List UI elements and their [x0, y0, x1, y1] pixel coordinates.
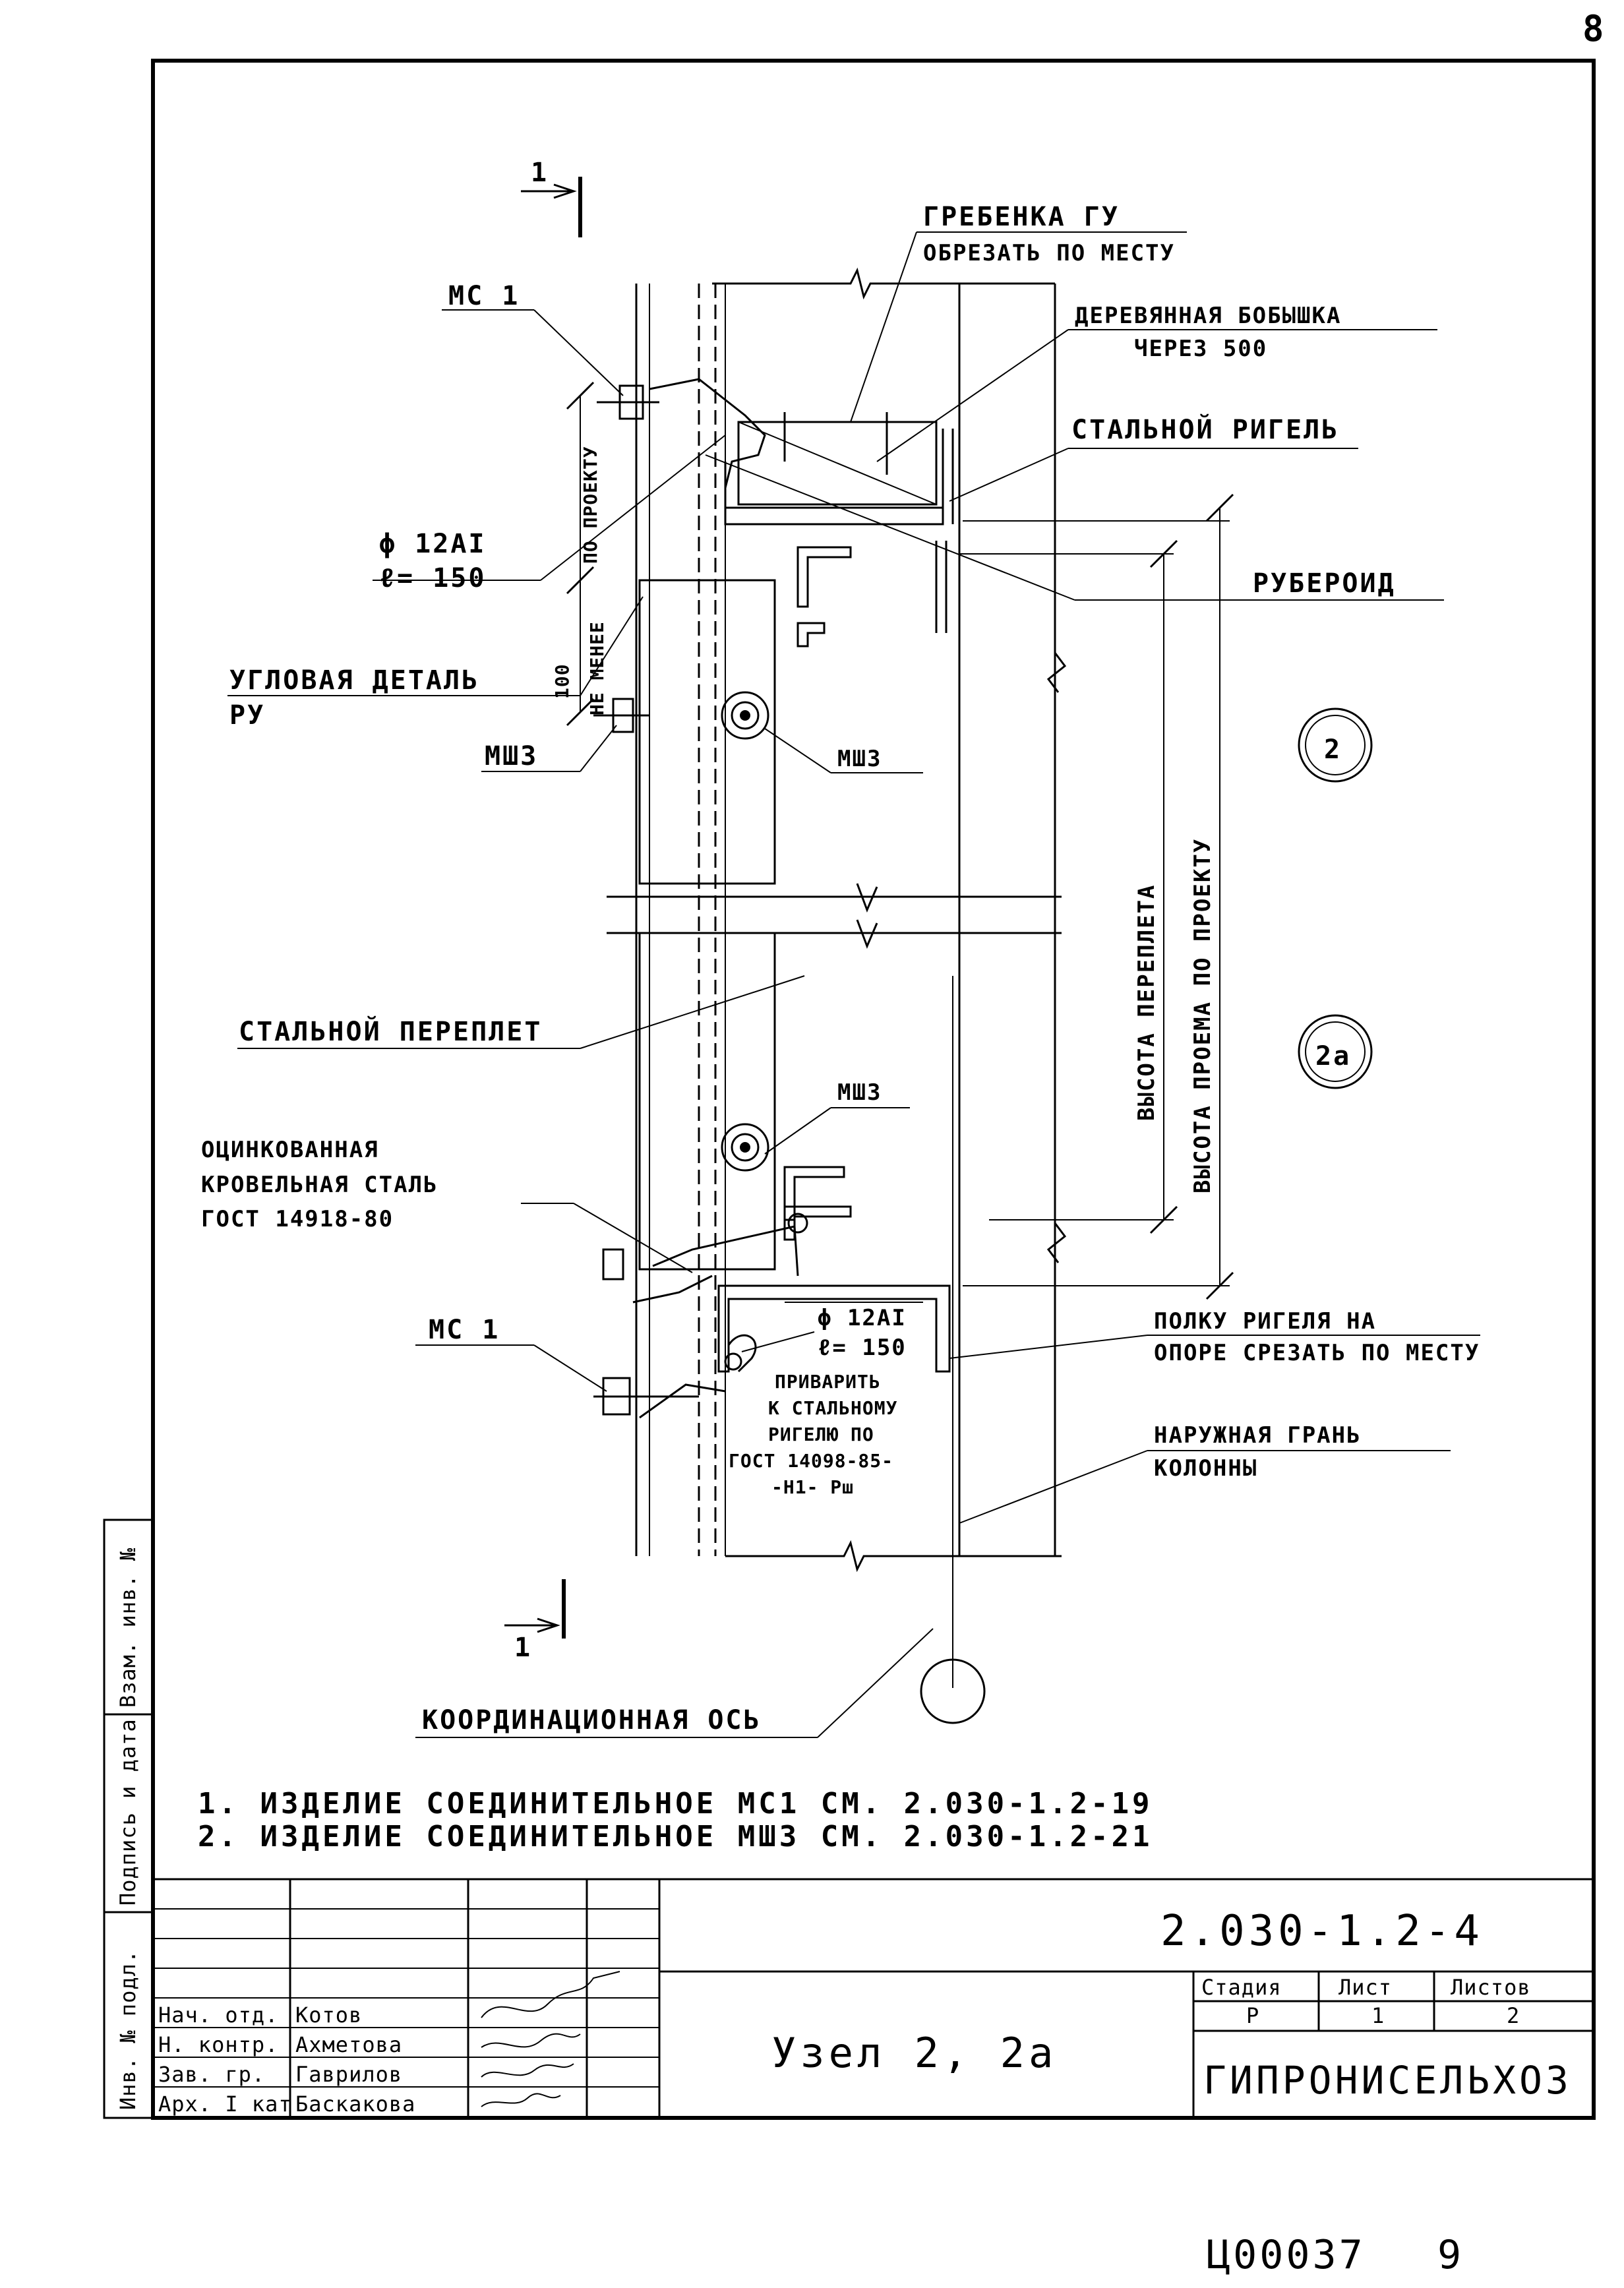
label-msh3-lower: МШ3	[837, 1079, 882, 1106]
label-weld-type: -Н1- Рш	[771, 1476, 854, 1498]
note-2: 2. ИЗДЕЛИЕ СОЕДИНИТЕЛЬНОЕ МШ3 СМ. 2.030-…	[198, 1820, 1153, 1853]
dim-opening-height: ВЫСОТА ПРОЕМА ПО ПРОЕКТУ	[1189, 838, 1216, 1193]
sheets-header: Листов	[1451, 1975, 1531, 2000]
label-outer-edge-1: НАРУЖНАЯ ГРАНЬ	[1154, 1422, 1362, 1449]
node-2-circle	[1298, 707, 1373, 783]
label-rebar-bottom-len: ℓ= 150	[818, 1335, 907, 1361]
label-weld-3: РИГЕЛЮ ПО	[768, 1424, 874, 1445]
node-2a-circle	[1298, 1014, 1373, 1089]
label-corner-detail-code: РУ	[229, 700, 265, 731]
label-grebenka-cut: ОБРЕЗАТЬ ПО МЕСТУ	[923, 240, 1175, 266]
sheet-value: 1	[1371, 2003, 1385, 2028]
sheets-value: 2	[1507, 2003, 1520, 2028]
page-number: 8	[1582, 8, 1604, 49]
label-weld-2: К СТАЛЬНОМУ	[768, 1397, 897, 1419]
name-0: Котов	[295, 2002, 362, 2028]
role-1: Н. контр.	[158, 2032, 278, 2057]
label-wooden-boss-step: ЧЕРЕЗ 500	[1134, 336, 1267, 362]
label-mc1-top: МС 1	[448, 281, 520, 311]
dim-100: 100	[551, 663, 573, 699]
label-steel-rigel: СТАЛЬНОЙ РИГЕЛЬ	[1071, 413, 1339, 445]
name-3: Баскакова	[295, 2092, 415, 2117]
label-ruberoid: РУБЕРОИД	[1253, 568, 1396, 599]
drawing-labels: ГРЕБЕНКА ГУ ОБРЕЗАТЬ ПО МЕСТУ ДЕРЕВЯННАЯ…	[201, 158, 1480, 1735]
drawing-title: Узел 2, 2а	[771, 2029, 1057, 2077]
section-mark-bottom: 1	[514, 1633, 532, 1663]
label-coord-axis: КООРДИНАЦИОННАЯ ОСЬ	[422, 1705, 762, 1735]
label-galvanized-gost: ГОСТ 14918-80	[201, 1206, 394, 1232]
note-1: 1. ИЗДЕЛИЕ СОЕДИНИТЕЛЬНОЕ МС1 СМ. 2.030-…	[198, 1787, 1153, 1821]
role-3: Арх. I кат	[158, 2092, 292, 2117]
label-msh3-mid: МШ3	[837, 746, 882, 772]
label-steel-frame: СТАЛЬНОЙ ПЕРЕПЛЕТ	[239, 1015, 542, 1047]
footer-number: 9	[1437, 2232, 1464, 2278]
label-outer-edge-2: КОЛОННЫ	[1154, 1455, 1257, 1482]
title-block: 2.030-1.2-4 Узел 2, 2а ГИПРОНИСЕЛЬХОЗ Ст…	[152, 1878, 1595, 2119]
side-stamp: Взам. инв. № Подпись и дата Инв. № подл.	[103, 1519, 154, 2119]
dim-frame-height: ВЫСОТА ПЕРЕПЛЕТА	[1133, 884, 1160, 1121]
label-weld-1: ПРИВАРИТЬ	[775, 1371, 881, 1393]
node-2a-label: 2а	[1315, 1041, 1351, 1071]
dim-not-less: НЕ МЕНЕЕ	[586, 621, 608, 715]
footer-code: Ц00037	[1207, 2232, 1366, 2278]
stamp-inv-no: Инв. № подл.	[115, 1950, 140, 2110]
label-grebenka: ГРЕБЕНКА ГУ	[923, 202, 1120, 232]
label-wooden-boss: ДЕРЕВЯННАЯ БОБЫШКА	[1075, 303, 1341, 329]
node-detail-drawing	[227, 177, 1480, 1738]
label-msh3-left: МШ3	[485, 741, 538, 771]
stamp-ref-no: Взам. инв. №	[115, 1548, 140, 1708]
label-rigel-shelf-1: ПОЛКУ РИГЕЛЯ НА	[1154, 1308, 1376, 1335]
dim-by-project: ПО ПРОЕКТУ	[580, 446, 601, 564]
name-2: Гаврилов	[295, 2062, 402, 2087]
label-rebar-bottom-dia: ϕ 12АI	[818, 1305, 907, 1331]
doc-code: 2.030-1.2-4	[1160, 1907, 1484, 1956]
leader-lines	[227, 231, 1480, 1738]
notes: 1. ИЗДЕЛИЕ СОЕДИНИТЕЛЬНОЕ МС1 СМ. 2.030-…	[198, 1787, 1153, 1853]
label-rebar-top-dia: ϕ 12АI	[379, 529, 487, 559]
label-corner-detail: УГЛОВАЯ ДЕТАЛЬ	[229, 665, 479, 696]
organization: ГИПРОНИСЕЛЬХОЗ	[1203, 2058, 1572, 2103]
stamp-sign-date: Подпись и дата	[115, 1718, 140, 1906]
name-1: Ахметова	[295, 2032, 402, 2057]
role-0: Нач. отд.	[158, 2002, 278, 2028]
node-2-label: 2	[1324, 735, 1342, 765]
label-galvanized-1: ОЦИНКОВАННАЯ	[201, 1137, 379, 1163]
section-mark-top: 1	[531, 158, 549, 188]
signatures	[481, 1971, 620, 2107]
label-rebar-top-len: ℓ= 150	[379, 563, 486, 593]
sheet-header: Лист	[1338, 1975, 1392, 2000]
label-mc1-bottom: МС 1	[429, 1315, 500, 1345]
label-weld-gost: ГОСТ 14098-85-	[729, 1450, 893, 1472]
label-galvanized-2: КРОВЕЛЬНАЯ СТАЛЬ	[201, 1172, 438, 1198]
stage-value: Р	[1246, 2003, 1259, 2028]
stage-header: Стадия	[1201, 1975, 1282, 2000]
role-2: Зав. гр.	[158, 2062, 265, 2087]
label-rigel-shelf-2: ОПОРЕ СРЕЗАТЬ ПО МЕСТУ	[1154, 1340, 1480, 1366]
